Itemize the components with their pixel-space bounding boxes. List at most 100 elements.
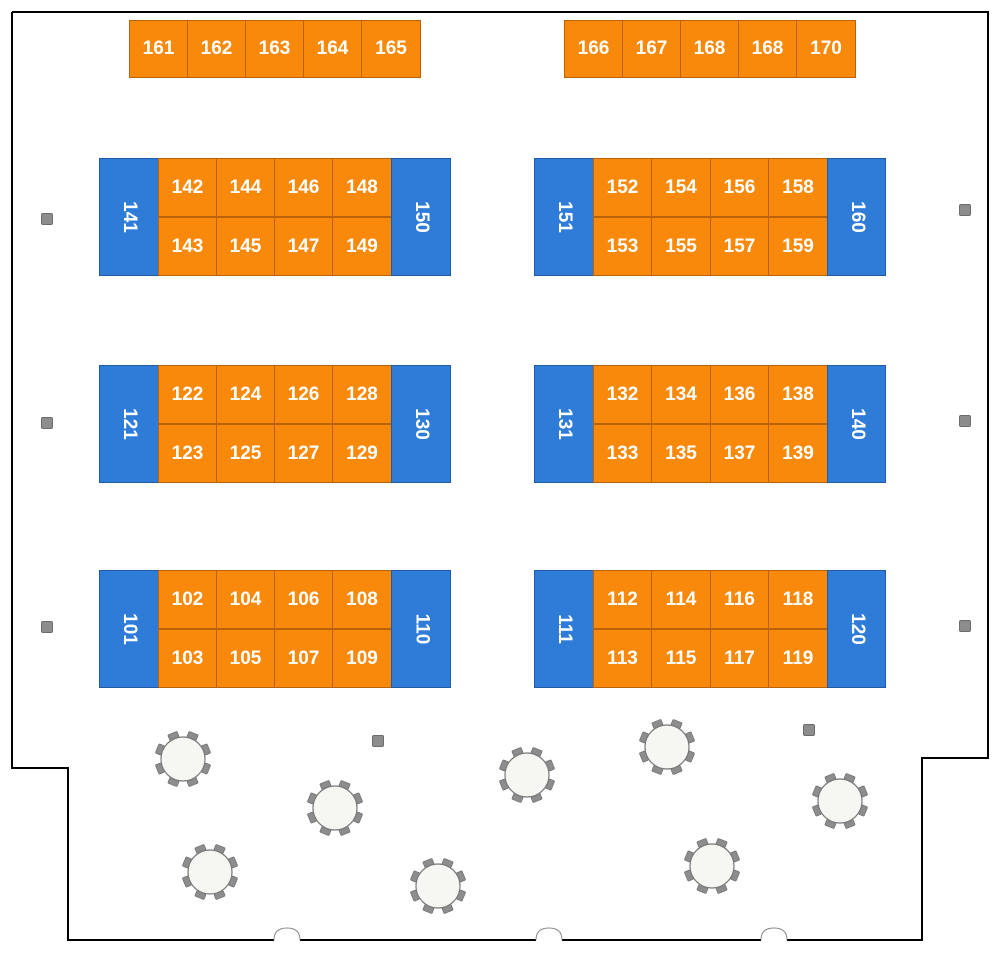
booth-top-left-2[interactable]: 162 [187,20,246,78]
booth-number: 141 [118,201,140,233]
booth[interactable]: 142 [158,158,217,217]
round-table-with-chairs-icon[interactable] [180,842,240,902]
booth[interactable]: 156 [710,158,769,217]
booth[interactable]: 132 [593,365,652,424]
booth[interactable]: 143 [158,217,217,276]
booth[interactable]: 137 [710,424,769,483]
booth[interactable]: 129 [332,424,392,483]
booth[interactable]: 123 [158,424,217,483]
booth[interactable]: 149 [332,217,392,276]
booth[interactable]: 117 [710,629,769,688]
booth-number: 151 [553,201,575,233]
booth-top-left-5[interactable]: 165 [361,20,421,78]
booth[interactable]: 118 [768,570,828,629]
booth[interactable]: 153 [593,217,652,276]
pillar-icon [959,620,971,632]
booth[interactable]: 126 [274,365,333,424]
booth[interactable]: 113 [593,629,652,688]
anchor-booth-right[interactable]: 110 [391,570,451,688]
booth-number: 121 [118,408,140,440]
booth[interactable]: 154 [651,158,711,217]
pillar-icon [372,735,384,747]
booth[interactable]: 136 [710,365,769,424]
booth[interactable]: 102 [158,570,217,629]
booth[interactable]: 159 [768,217,828,276]
anchor-booth-left[interactable]: 151 [534,158,594,276]
round-table-with-chairs-icon[interactable] [810,771,870,831]
anchor-booth-right[interactable]: 130 [391,365,451,483]
booth[interactable]: 125 [216,424,275,483]
booth-number: 120 [846,613,868,645]
door-3[interactable] [760,927,788,942]
booth[interactable]: 155 [651,217,711,276]
booth[interactable]: 109 [332,629,392,688]
booth[interactable]: 139 [768,424,828,483]
anchor-booth-left[interactable]: 131 [534,365,594,483]
booth[interactable]: 103 [158,629,217,688]
booth-top-left-1[interactable]: 161 [129,20,188,78]
round-table-with-chairs-icon[interactable] [305,778,365,838]
booth[interactable]: 106 [274,570,333,629]
booth[interactable]: 114 [651,570,711,629]
booth-top-left-3[interactable]: 163 [245,20,304,78]
booth-number: 150 [410,201,432,233]
booth[interactable]: 108 [332,570,392,629]
anchor-booth-right[interactable]: 150 [391,158,451,276]
booth[interactable]: 124 [216,365,275,424]
booth[interactable]: 138 [768,365,828,424]
booth[interactable]: 116 [710,570,769,629]
round-table-with-chairs-icon[interactable] [637,717,697,777]
anchor-booth-right[interactable]: 160 [827,158,886,276]
table-top [187,849,233,895]
booth[interactable]: 105 [216,629,275,688]
booth-top-right-1[interactable]: 166 [564,20,623,78]
booth[interactable]: 145 [216,217,275,276]
booth[interactable]: 152 [593,158,652,217]
round-table-with-chairs-icon[interactable] [153,729,213,789]
pillar-icon [41,417,53,429]
table-top [160,736,206,782]
booth[interactable]: 147 [274,217,333,276]
anchor-booth-left[interactable]: 141 [99,158,159,276]
booth[interactable]: 127 [274,424,333,483]
table-top [689,843,735,889]
booth[interactable]: 112 [593,570,652,629]
booth-number: 140 [846,408,868,440]
round-table-with-chairs-icon[interactable] [497,745,557,805]
booth[interactable]: 122 [158,365,217,424]
booth-number: 111 [553,614,575,644]
booth[interactable]: 119 [768,629,828,688]
round-table-with-chairs-icon[interactable] [682,836,742,896]
door-2[interactable] [535,927,563,942]
anchor-booth-right[interactable]: 120 [827,570,886,688]
anchor-booth-right[interactable]: 140 [827,365,886,483]
anchor-booth-left[interactable]: 101 [99,570,159,688]
booth[interactable]: 128 [332,365,392,424]
booth[interactable]: 107 [274,629,333,688]
booth[interactable]: 157 [710,217,769,276]
door-1[interactable] [273,927,301,942]
booth[interactable]: 104 [216,570,275,629]
booth[interactable]: 115 [651,629,711,688]
outer-wall [11,11,989,941]
booth[interactable]: 144 [216,158,275,217]
booth[interactable]: 135 [651,424,711,483]
booth-top-right-2[interactable]: 167 [622,20,681,78]
booth[interactable]: 133 [593,424,652,483]
booth[interactable]: 134 [651,365,711,424]
booth[interactable]: 158 [768,158,828,217]
booth-top-right-5[interactable]: 170 [796,20,856,78]
anchor-booth-left[interactable]: 121 [99,365,159,483]
booth[interactable]: 148 [332,158,392,217]
round-table-with-chairs-icon[interactable] [408,856,468,916]
booth-top-right-3[interactable]: 168 [680,20,739,78]
pillar-icon [41,621,53,633]
booth[interactable]: 146 [274,158,333,217]
booth-top-right-4[interactable]: 168 [738,20,797,78]
booth-top-left-4[interactable]: 164 [303,20,362,78]
pillar-icon [41,213,53,225]
anchor-booth-left[interactable]: 111 [534,570,594,688]
table-top [644,724,690,770]
